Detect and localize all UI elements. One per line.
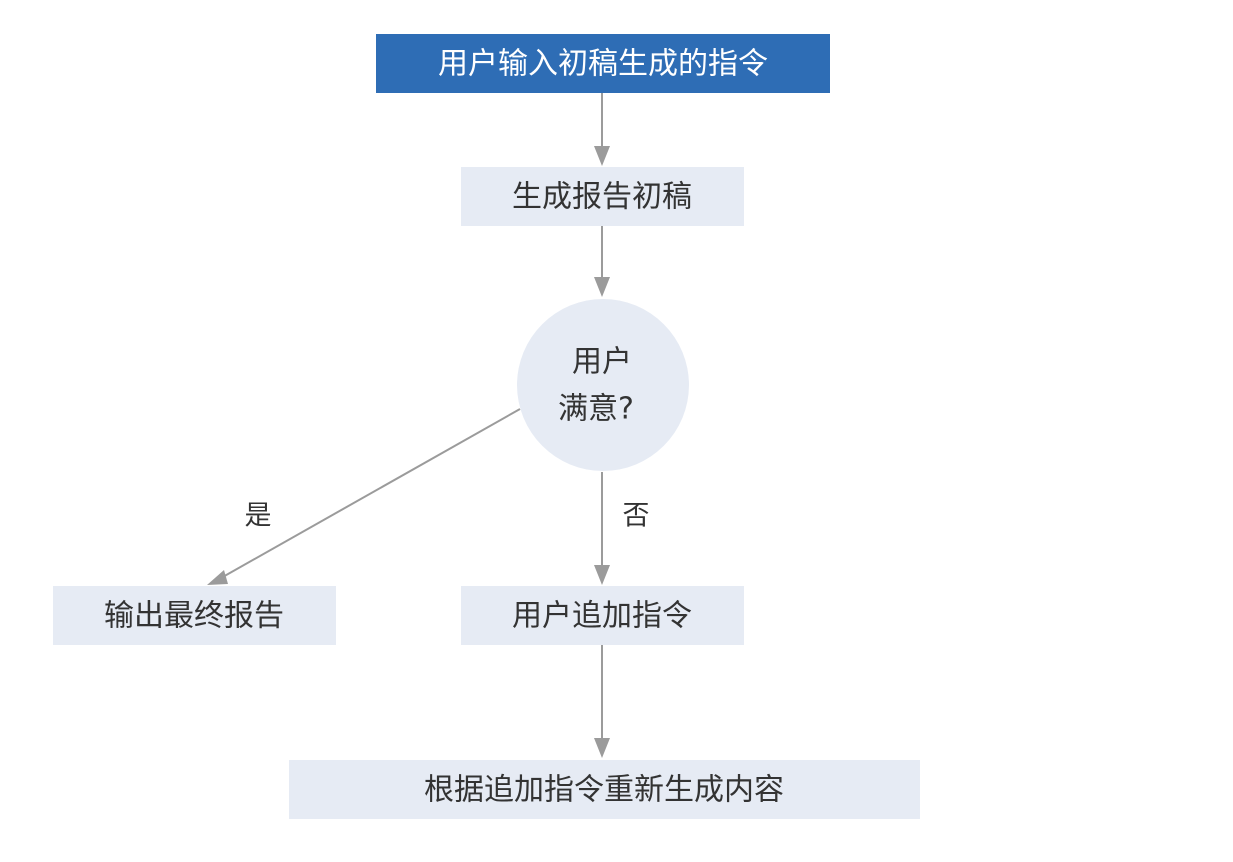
edge-label-yes: 是 — [245, 501, 272, 532]
node-regen-label: 根据追加指令重新生成内容 — [424, 773, 784, 808]
arrowhead-icon — [594, 738, 610, 758]
edge-draft-to-decision — [594, 226, 610, 297]
arrowhead-icon — [207, 570, 228, 585]
node-output-label: 输出最终报告 — [104, 599, 284, 634]
node-start-label: 用户输入初稿生成的指令 — [438, 47, 768, 82]
node-append-label: 用户追加指令 — [512, 599, 692, 634]
edge-append-to-regen — [594, 644, 610, 758]
node-decision-label-line1: 用户 — [572, 345, 632, 380]
edge-decision-to-append — [594, 472, 610, 585]
node-output: 输出最终报告 — [53, 586, 336, 645]
node-decision-label-line2: 满意? — [558, 392, 634, 427]
node-append: 用户追加指令 — [461, 586, 744, 645]
node-regen: 根据追加指令重新生成内容 — [289, 760, 920, 819]
edge-start-to-draft — [594, 93, 610, 166]
edge-decision-to-output — [207, 408, 521, 585]
arrowhead-icon — [594, 565, 610, 585]
arrowhead-icon — [594, 277, 610, 297]
node-start: 用户输入初稿生成的指令 — [376, 34, 830, 93]
arrowhead-icon — [594, 146, 610, 166]
node-draft-label: 生成报告初稿 — [512, 180, 692, 215]
edge-label-no: 否 — [623, 501, 650, 532]
node-decision: 用户 满意? — [517, 299, 689, 471]
node-draft: 生成报告初稿 — [461, 167, 744, 226]
